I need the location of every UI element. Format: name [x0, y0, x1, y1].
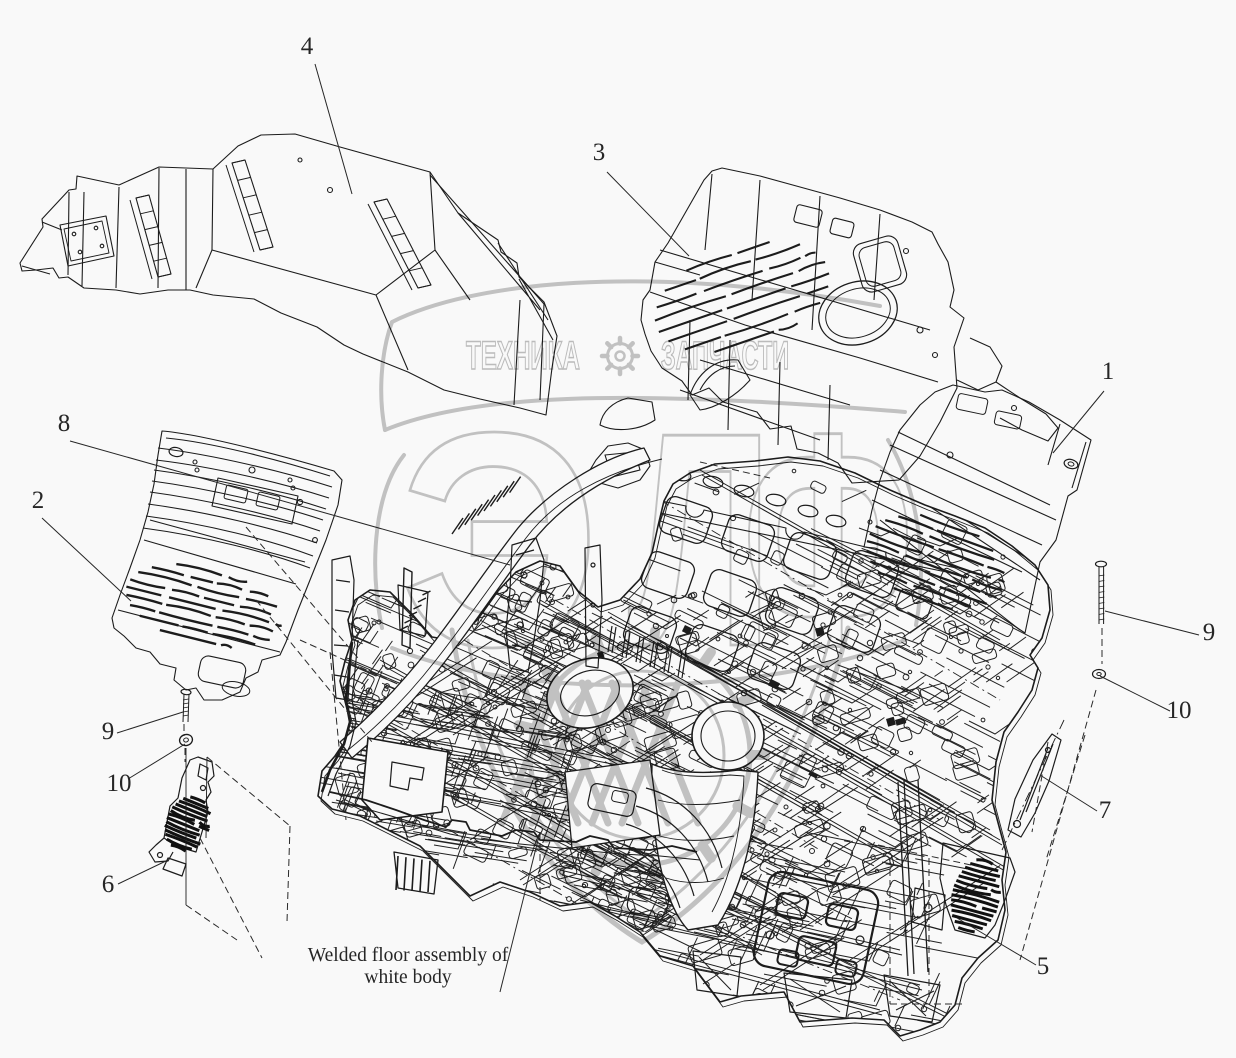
- svg-text:white body: white body: [364, 967, 451, 988]
- svg-text:3: 3: [593, 139, 606, 166]
- svg-text:1: 1: [1102, 358, 1115, 385]
- svg-text:9: 9: [102, 718, 115, 745]
- svg-text:Ф: Ф: [742, 369, 914, 710]
- svg-text:ЗАПЧАСТИ: ЗАПЧАСТИ: [661, 334, 789, 378]
- svg-text:ТЕХНИКА: ТЕХНИКА: [466, 334, 580, 378]
- svg-text:2: 2: [32, 487, 45, 514]
- svg-text:6: 6: [102, 871, 115, 898]
- svg-text:Л: Л: [628, 369, 773, 710]
- svg-text:9: 9: [1203, 619, 1216, 646]
- svg-text:10: 10: [107, 770, 132, 797]
- svg-text:8: 8: [58, 410, 71, 437]
- svg-text:5: 5: [1037, 953, 1050, 980]
- svg-text:4: 4: [301, 33, 314, 60]
- svg-text:Э: Э: [400, 369, 600, 710]
- svg-text:7: 7: [1099, 797, 1112, 824]
- svg-text:10: 10: [1167, 697, 1192, 724]
- svg-text:Welded floor assembly of: Welded floor assembly of: [308, 945, 509, 966]
